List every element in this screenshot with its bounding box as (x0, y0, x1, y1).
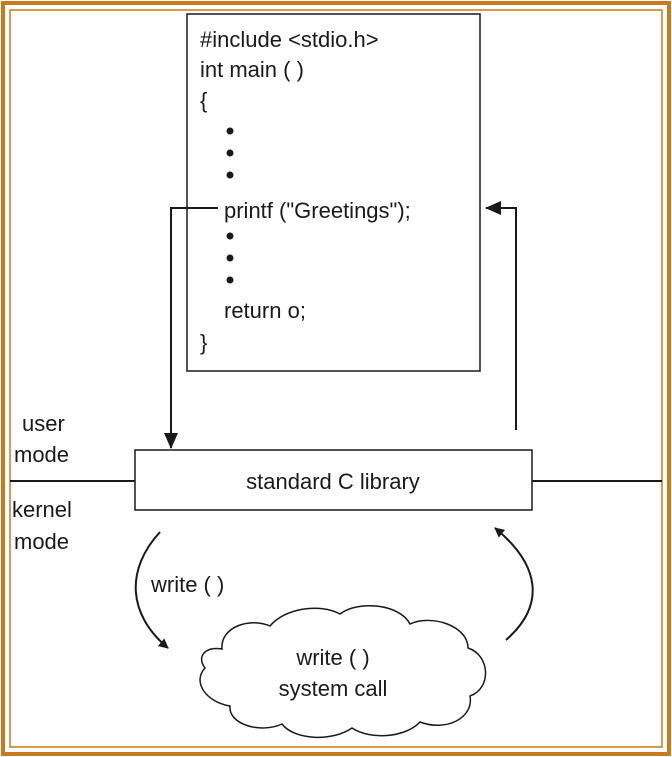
ellipsis-dots-lower (226, 232, 234, 284)
library-box (134, 449, 533, 511)
code-line-open-brace: { (200, 88, 207, 113)
code-line-close-brace: } (200, 330, 207, 355)
ellipsis-dots-upper (226, 127, 234, 179)
return-arrow-up (485, 201, 517, 430)
user-mode-label-2: mode (14, 442, 69, 467)
write-call-label: write ( ) (150, 572, 224, 597)
syscall-arrow-up (494, 527, 534, 641)
call-arrow-down (164, 207, 218, 449)
code-line-include: #include <stdio.h> (200, 27, 379, 52)
code-line-printf: printf ("Greetings"); (224, 198, 411, 223)
inner-frame (9, 9, 663, 748)
kernel-mode-label-1: kernel (12, 497, 72, 522)
code-box (186, 13, 481, 372)
system-call-cloud (199, 604, 487, 738)
code-line-main: int main ( ) (200, 57, 304, 82)
code-line-return: return o; (224, 298, 306, 323)
cloud-label-1: write ( ) (295, 645, 369, 670)
cloud-label-2: system call (279, 676, 388, 701)
library-label: standard C library (246, 469, 420, 494)
syscall-arrow-down (134, 531, 169, 649)
kernel-mode-label-2: mode (14, 529, 69, 554)
user-mode-label-1: user (22, 411, 65, 436)
